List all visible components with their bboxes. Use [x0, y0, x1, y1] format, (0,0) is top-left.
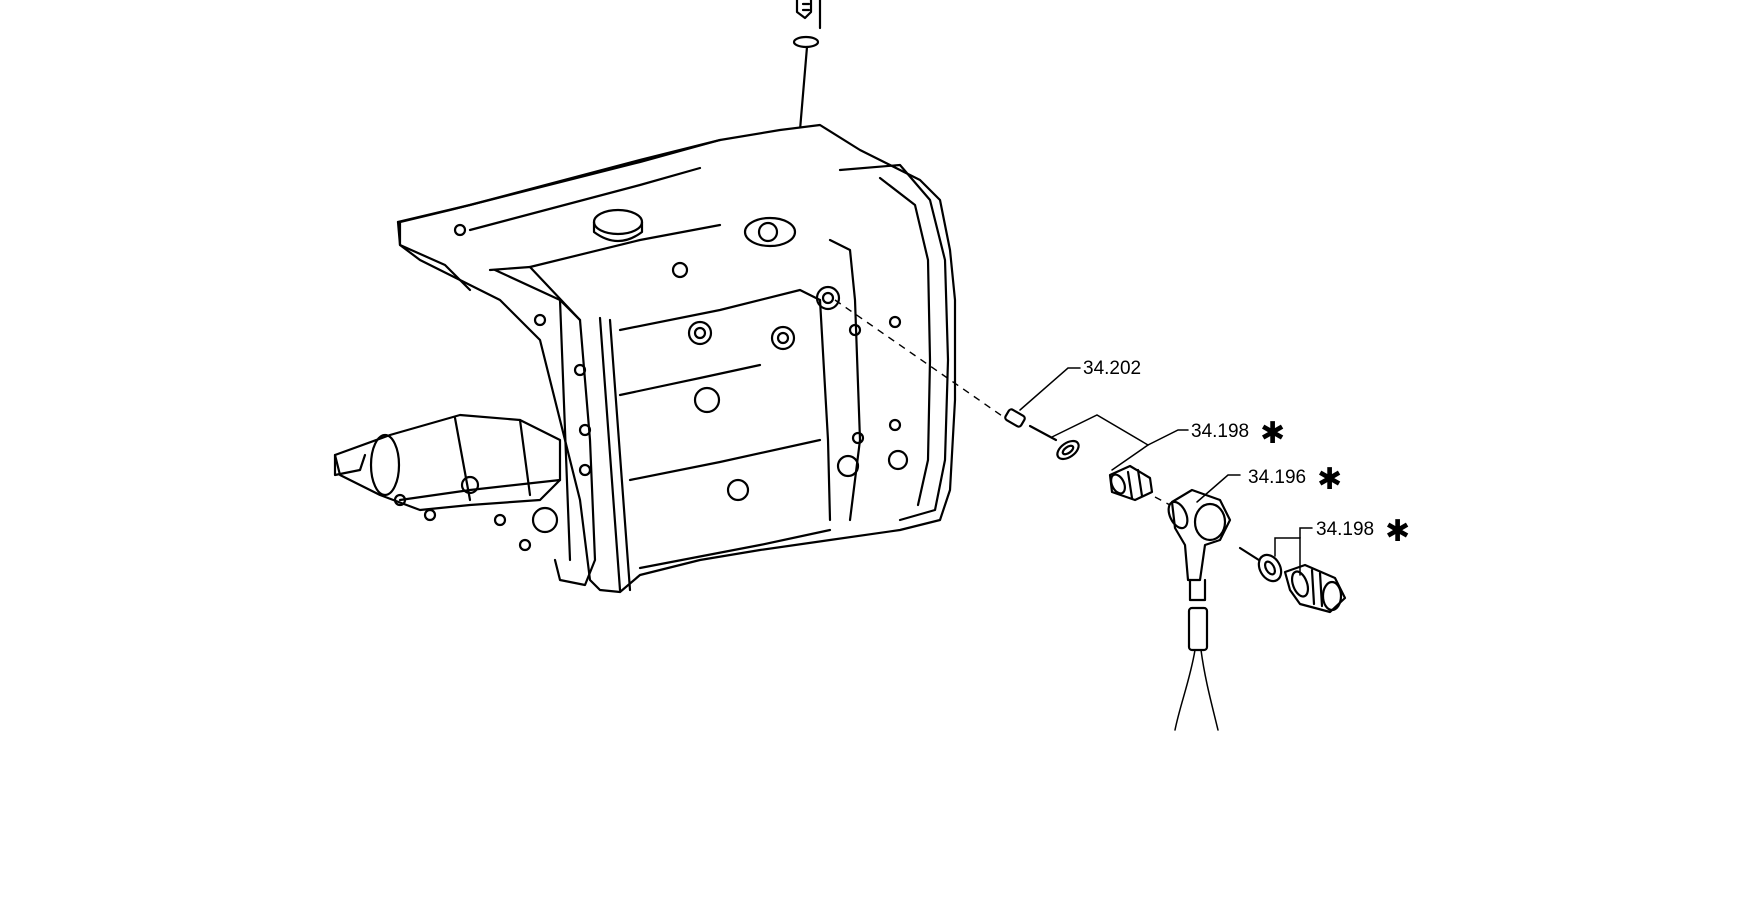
asterisk-icon: ✱	[1317, 462, 1342, 497]
callout-label: 34.196	[1248, 467, 1306, 488]
plug-34-202	[1004, 408, 1058, 442]
sensor-leader	[1154, 496, 1171, 506]
callout-34-198-b: 34.198 ✱	[1274, 514, 1410, 576]
connector-34-196	[1167, 488, 1232, 731]
callout-34-198-a: 34.198 ✱	[1051, 414, 1285, 471]
gearbox-housing	[333, 123, 957, 594]
assembly-leader	[834, 299, 1006, 419]
callout-34-202: 34.202	[1019, 358, 1141, 411]
bolt-holes	[453, 223, 909, 502]
top-screw-assembly	[792, 0, 822, 251]
shift-actuator	[333, 413, 562, 552]
asterisk-icon: ✱	[1385, 514, 1410, 549]
sender-34-198-b	[1283, 563, 1347, 614]
washer-34-198-a	[1056, 439, 1080, 461]
sensor-34-198-a	[1108, 464, 1154, 502]
callout-label: 34.198	[1316, 519, 1374, 540]
asterisk-icon: ✱	[1260, 416, 1285, 451]
callout-34-196: 34.196 ✱	[1196, 462, 1342, 503]
washer-34-198-b	[1238, 546, 1283, 583]
callout-label: 34.198	[1191, 421, 1249, 442]
callout-label: 34.202	[1083, 358, 1141, 379]
